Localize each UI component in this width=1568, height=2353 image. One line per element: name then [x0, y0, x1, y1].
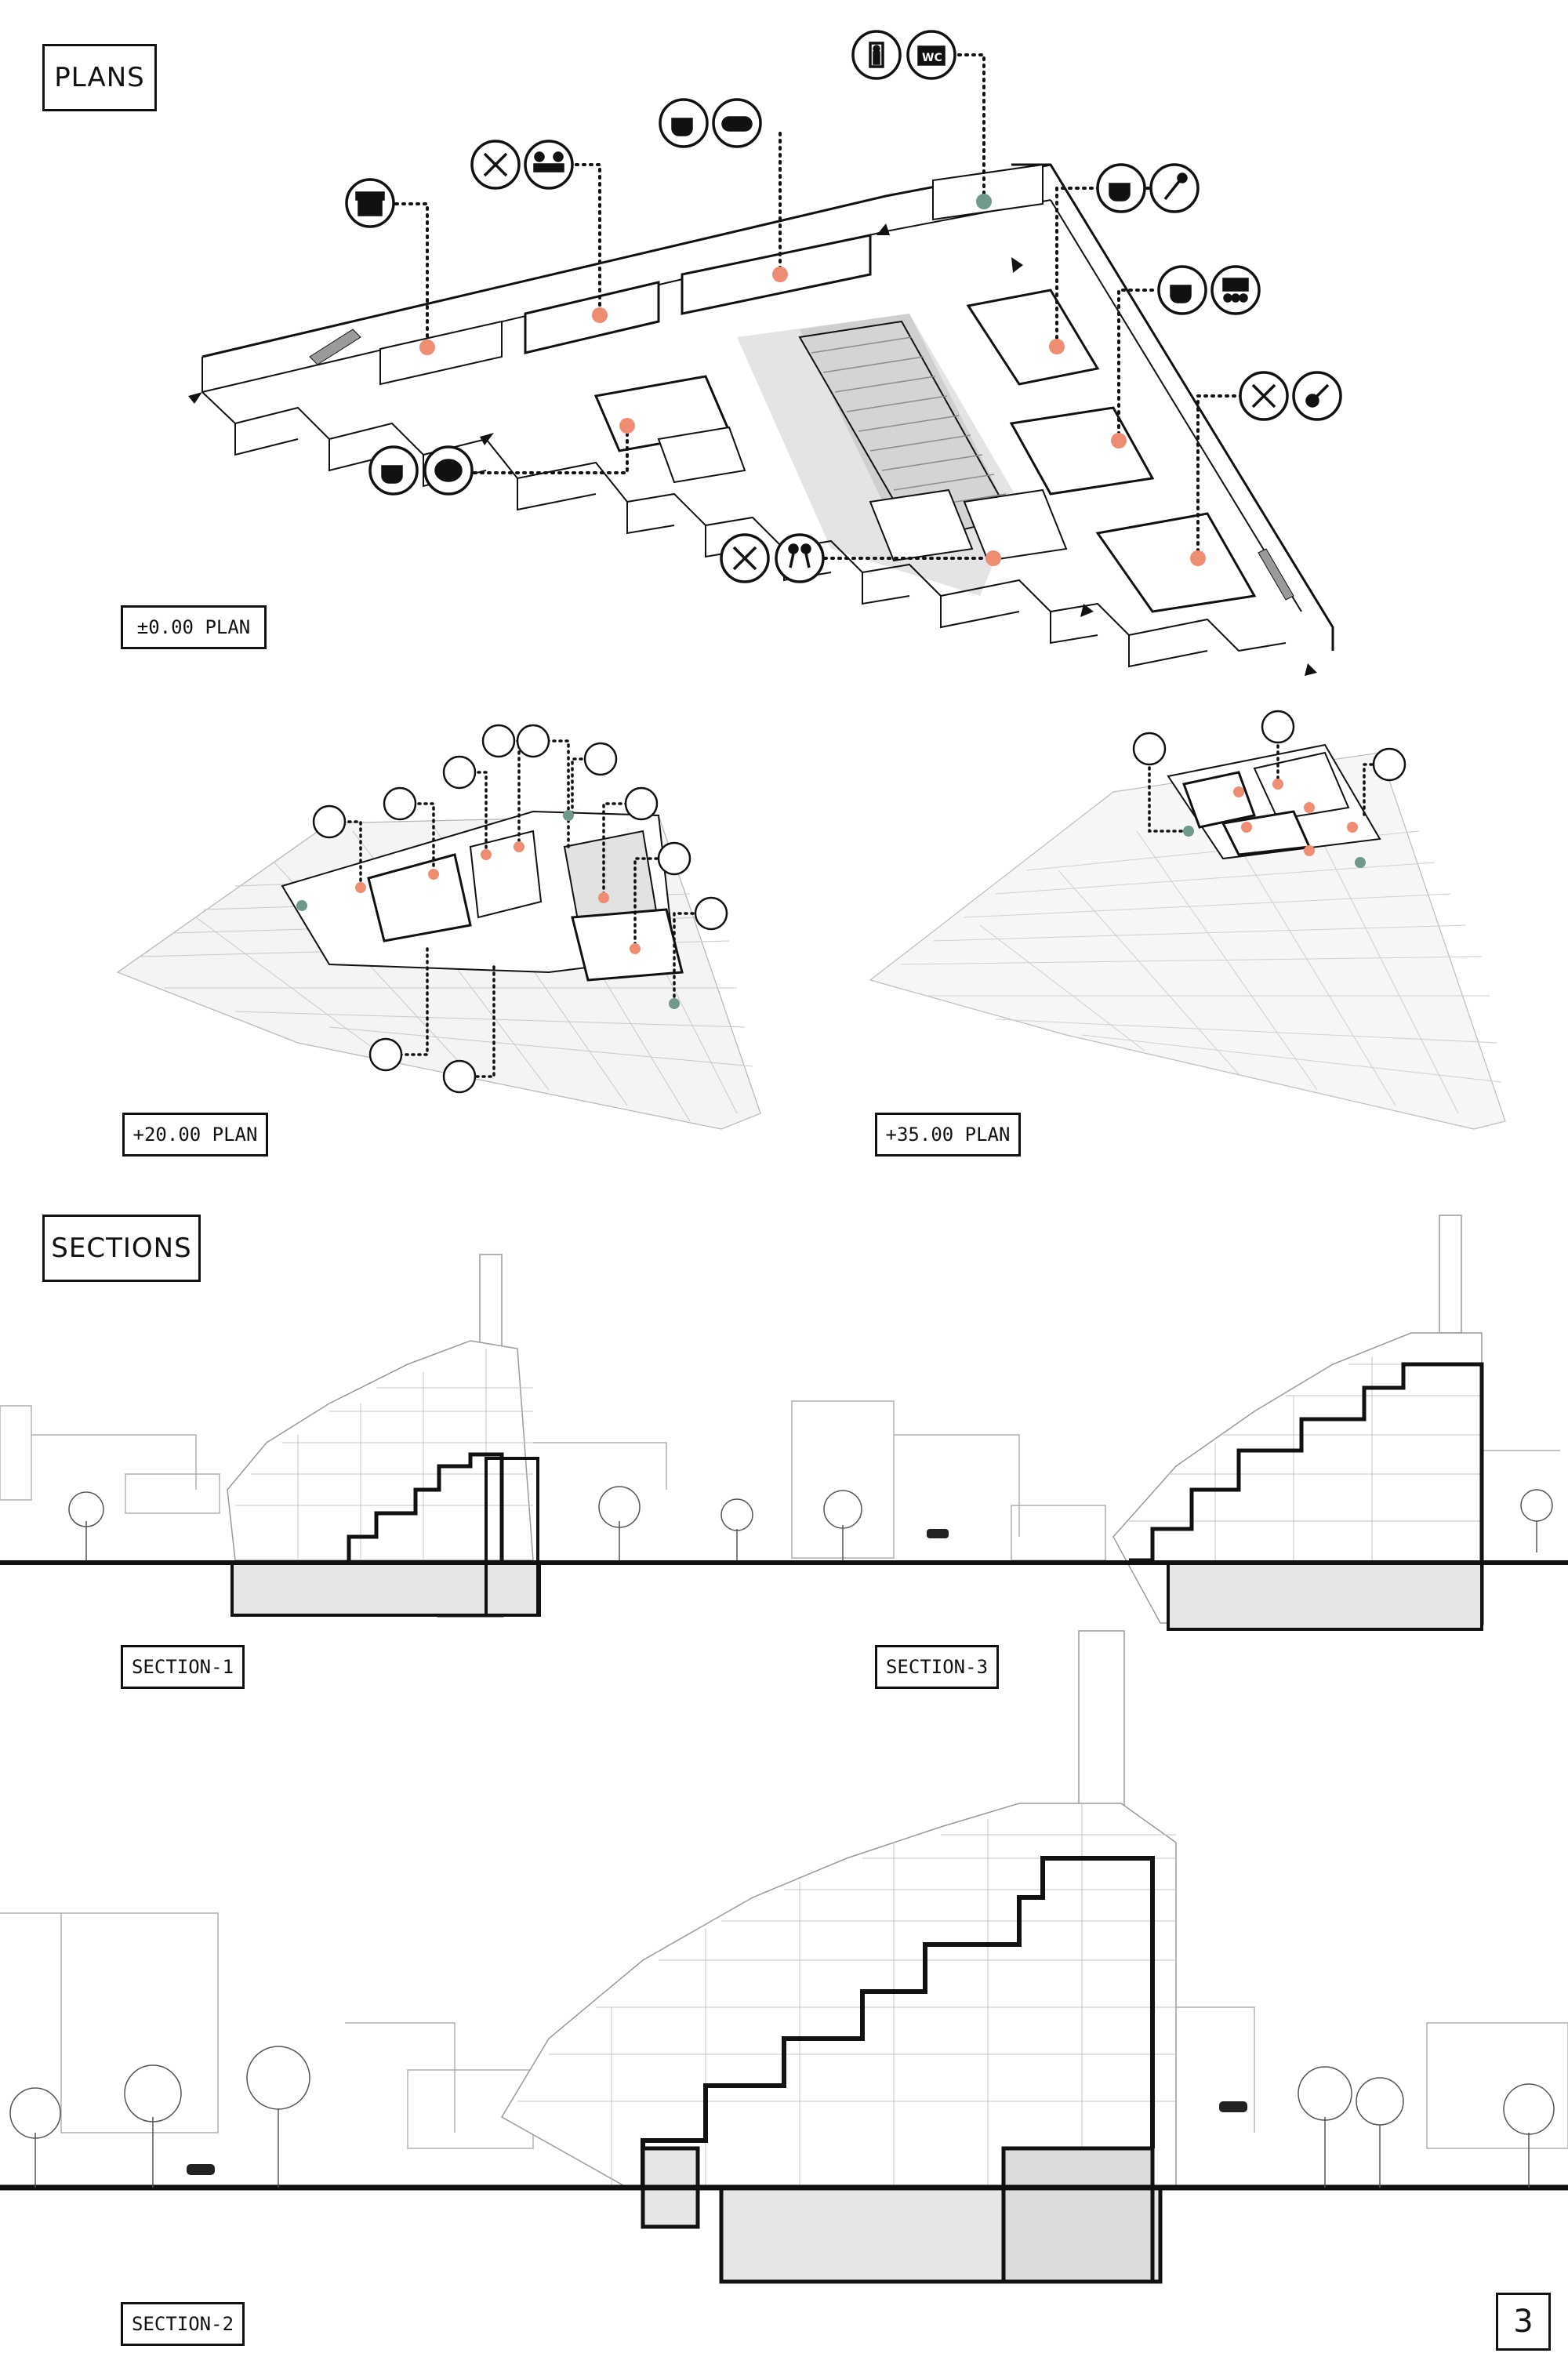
coffee-icon	[659, 98, 709, 148]
palette-icon	[423, 445, 474, 496]
meeting-icon	[383, 786, 417, 821]
coffee-icon	[1157, 265, 1207, 315]
ground-plan-label: ±0.00 PLAN	[121, 605, 267, 649]
cinema-icon	[1210, 265, 1261, 315]
elevator-icon	[481, 724, 516, 758]
section-3-label: SECTION-3	[875, 1645, 999, 1689]
microphone-icon	[442, 755, 477, 790]
elevator-icon	[1261, 710, 1295, 744]
level20-plan-label: +20.00 PLAN	[122, 1113, 268, 1157]
cutlery-icon	[720, 533, 770, 583]
sections-header: SECTIONS	[42, 1215, 201, 1282]
palette-icon	[583, 742, 618, 776]
dance-icon	[657, 841, 691, 876]
meeting-icon	[312, 804, 347, 839]
microphone-icon	[1149, 163, 1200, 213]
rocket-icon	[442, 1059, 477, 1094]
plans-header: PLANS	[42, 44, 157, 111]
wheelchair-icon	[1372, 747, 1406, 782]
coffee-icon	[368, 445, 419, 496]
wc-icon	[516, 724, 550, 758]
smoking-icon	[694, 896, 728, 931]
wc-text: WC	[922, 52, 942, 64]
gift-icon	[345, 178, 395, 228]
cutlery-icon	[470, 140, 521, 190]
level35-plan-label: +35.00 PLAN	[875, 1113, 1021, 1157]
meeting-icon	[524, 140, 574, 190]
section-1-label: SECTION-1	[121, 1645, 245, 1689]
page-number: 3	[1496, 2293, 1551, 2351]
meeting-icon	[624, 786, 659, 821]
wc-icon	[906, 30, 956, 80]
cutlery-icon	[1239, 371, 1289, 421]
dance-icon	[775, 533, 825, 583]
section-2-label: SECTION-2	[121, 2302, 245, 2346]
gamepad-icon	[712, 98, 762, 148]
smoking-icon	[1132, 732, 1167, 766]
elevator-icon	[851, 30, 902, 80]
barbecue-icon	[368, 1037, 403, 1072]
coffee-icon	[1096, 163, 1146, 213]
guitar-icon	[1292, 371, 1342, 421]
